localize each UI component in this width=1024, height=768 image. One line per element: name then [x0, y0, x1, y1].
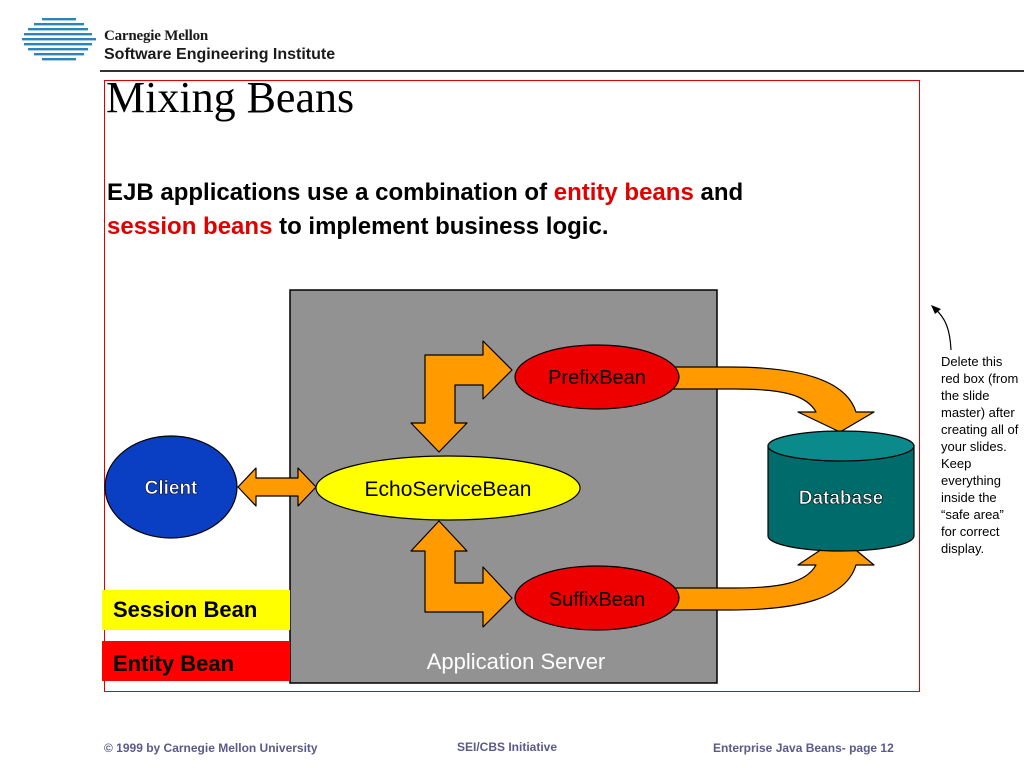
- suffix-bean-node: [514, 565, 680, 631]
- note-pointer-arrowhead-icon: [931, 305, 941, 314]
- echo-suffix-arrow: [410, 520, 513, 628]
- suffix-database-arrow: [671, 536, 875, 611]
- echo-service-bean-label: EchoServiceBean: [365, 478, 532, 501]
- client-label: Client: [145, 478, 198, 499]
- echo-service-bean-node: [315, 455, 581, 521]
- subtitle-part1: EJB applications use a combination of: [107, 179, 554, 206]
- safe-area-box: [104, 80, 920, 692]
- slide-title: Mixing Beans: [106, 73, 355, 122]
- subtitle-part2: and: [693, 179, 744, 206]
- safe-area-note: Delete this red box (from the slide mast…: [941, 354, 1019, 556]
- footer-page: Enterprise Java Beans- page 12: [713, 741, 894, 755]
- header-divider: [100, 70, 1024, 72]
- org-name-line2: Software Engineering Institute: [104, 46, 336, 63]
- legend-entity-label: Entity Bean: [113, 651, 234, 676]
- subtitle-part3: to implement business logic.: [272, 213, 609, 240]
- note-pointer-arrow-icon: [933, 307, 952, 351]
- prefix-bean-label: PrefixBean: [548, 367, 646, 389]
- footer-copyright: © 1999 by Carnegie Mellon University: [104, 741, 318, 755]
- legend-session-label: Session Bean: [113, 597, 257, 622]
- echo-prefix-arrow: [410, 340, 513, 453]
- subtitle-session-beans: session beans: [107, 213, 273, 240]
- org-name-line1: Carnegie Mellon: [104, 28, 209, 44]
- legend-entity-swatch: [102, 641, 290, 681]
- suffix-bean-label: SuffixBean: [549, 589, 645, 611]
- prefix-bean-node: [514, 344, 680, 410]
- database-label: Database: [799, 488, 884, 509]
- slide-subtitle: EJB applications use a combination of en…: [107, 176, 907, 244]
- prefix-database-arrow: [671, 366, 875, 433]
- database-icon: [767, 430, 915, 552]
- footer-center: SEI/CBS Initiative: [457, 740, 558, 754]
- client-node: [104, 435, 238, 539]
- sei-logo-icon: [22, 18, 96, 61]
- legend-session-swatch: [102, 590, 290, 630]
- application-server-label: Application Server: [427, 649, 606, 674]
- subtitle-entity-beans: entity beans: [553, 179, 694, 206]
